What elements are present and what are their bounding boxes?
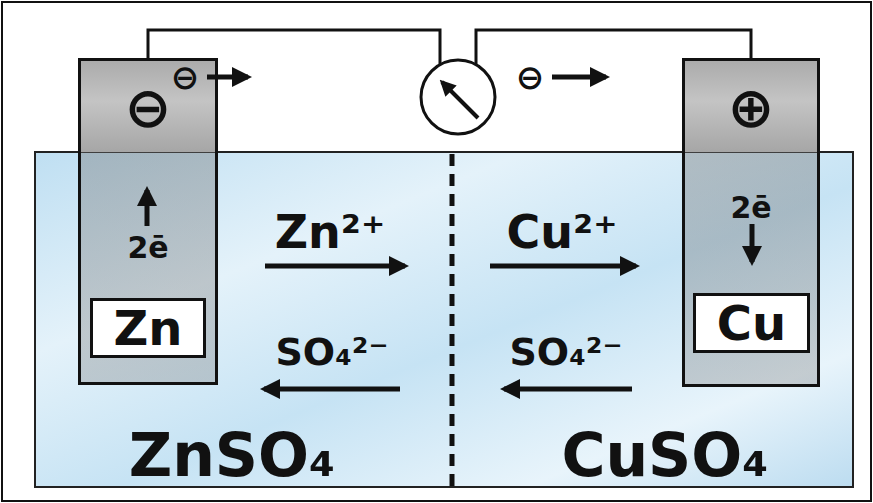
electrode-rod: ⊖ 2ēZn — [78, 58, 218, 385]
polarity-sign: ⊖ — [125, 80, 172, 136]
electrode-symbol: Zn — [114, 304, 183, 352]
electron-flow-arrow — [750, 224, 755, 262]
electron-count: 2ē — [730, 193, 771, 223]
solution-label: CuSO₄ — [561, 425, 768, 485]
ion-arrow — [265, 264, 405, 269]
salt-bridge-membrane — [450, 154, 455, 486]
ion-label: SO₄²⁻ — [275, 333, 388, 371]
external-wire — [148, 30, 751, 66]
solution-label: ZnSO₄ — [129, 425, 336, 485]
electron-count: 2ē — [127, 233, 168, 263]
polarity-sign: ⊕ — [728, 80, 775, 136]
electron-symbol: ⊖ — [171, 60, 200, 94]
ion-arrow — [490, 264, 636, 269]
ion-arrow — [264, 387, 400, 392]
electrode-label-box: Zn — [90, 298, 206, 358]
ion-arrow — [504, 387, 632, 392]
electrode-symbol: Cu — [717, 299, 786, 347]
electrode-label-box: Cu — [693, 293, 810, 353]
electron-arrow — [207, 75, 248, 80]
electron-flow-arrow — [145, 190, 150, 226]
galvanometer — [421, 60, 495, 134]
ion-label: Zn²⁺ — [275, 209, 386, 255]
electron-arrow — [552, 75, 606, 80]
electron-symbol: ⊖ — [516, 60, 545, 94]
ion-label: SO₄²⁻ — [509, 333, 622, 371]
ion-label: Cu²⁺ — [507, 209, 618, 255]
electrode-rod: ⊕ 2ēCu — [682, 58, 820, 387]
